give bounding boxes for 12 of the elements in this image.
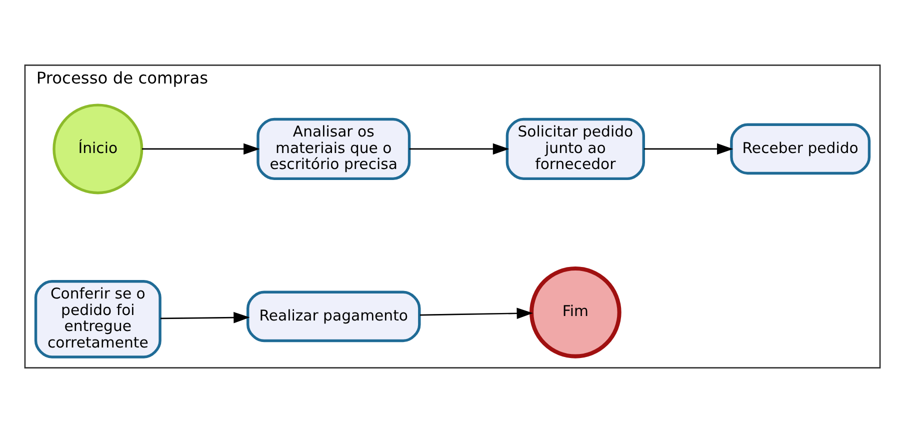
arrow [409, 142, 510, 154]
arrow [420, 307, 534, 319]
node-circle: Ínicio [52, 103, 144, 194]
node-box: Receber pedido [730, 122, 871, 174]
arrow [160, 311, 250, 323]
arrow [644, 142, 734, 154]
node-circle: Fim [530, 266, 622, 358]
node-box: Conferir se o pedido foi entregue corretamente [34, 279, 162, 358]
node-box: Solicitar pedido junto ao fornecedor [506, 117, 645, 180]
arrow [142, 142, 260, 154]
node-box: Analisar os materiais que o escritório precisa [256, 117, 411, 180]
node-box: Realizar pagamento [246, 290, 421, 342]
